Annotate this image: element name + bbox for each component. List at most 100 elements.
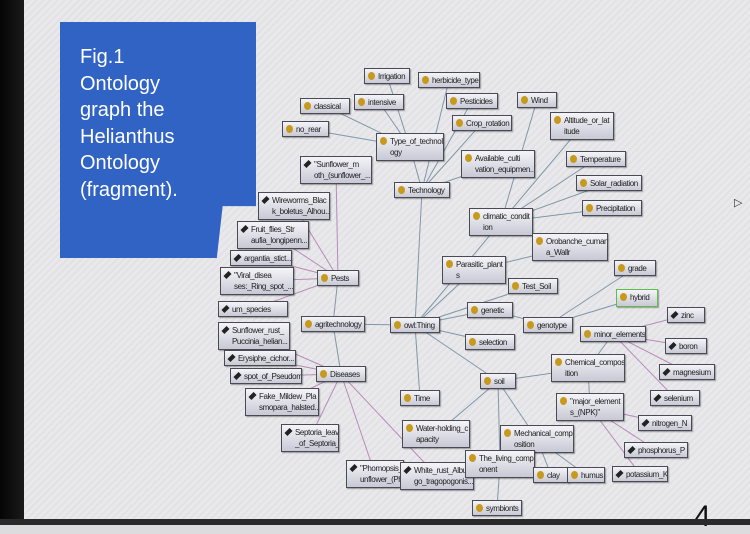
node-technology[interactable]: Technology (394, 182, 450, 198)
node-clay[interactable]: clay (533, 467, 569, 483)
class-circle-icon (465, 154, 472, 162)
edge-diseases-whiterust (340, 373, 438, 477)
node-selenium[interactable]: selenium (650, 390, 700, 406)
node-umspecies[interactable]: um_species (218, 301, 288, 317)
node-label: selenium (664, 394, 693, 403)
individual-diamond-icon (668, 341, 677, 351)
node-label: nitrogen_N (652, 419, 688, 428)
node-wireworms[interactable]: Wireworms_Blac k_boletus_Alhou... (258, 192, 330, 220)
node-genotype[interactable]: genotype (523, 317, 573, 333)
node-minor[interactable]: minor_elements (580, 326, 646, 342)
node-label: Time (414, 394, 430, 403)
node-living[interactable]: The_living_comp onent (465, 450, 535, 478)
node-intensive[interactable]: intensive (354, 94, 404, 110)
node-water[interactable]: Water-holding_c apacity (402, 420, 470, 448)
node-genetic[interactable]: genetic (467, 302, 513, 318)
class-circle-icon (527, 321, 534, 329)
node-testsoil[interactable]: Test_Soil (508, 278, 558, 294)
node-pesticides[interactable]: Pesticides (446, 93, 498, 109)
node-rust[interactable]: Sunflower_rust_ Puccinia_helian... (218, 322, 290, 350)
node-grade[interactable]: grade (614, 260, 656, 276)
edge-agritech-diseases (332, 323, 342, 375)
node-solar[interactable]: Solar_radiation (576, 175, 642, 191)
node-herbicide[interactable]: herbicide_type (418, 72, 480, 88)
node-fruitflies[interactable]: Fruit_flies_Str aufia_longipenn... (237, 221, 309, 249)
node-mechanical[interactable]: Mechanical_comp osition (500, 425, 574, 453)
node-label: "Viral_disea ses:_Ring_spot_... (234, 271, 294, 291)
class-circle-icon (536, 237, 543, 245)
node-pests[interactable]: Pests (317, 270, 359, 286)
node-label: Type_of_technol ogy (390, 137, 443, 157)
node-classical[interactable]: classical (300, 98, 350, 114)
node-selection[interactable]: selection (465, 334, 515, 350)
individual-diamond-icon (615, 469, 624, 479)
node-chemical[interactable]: Chemical_compos ition (551, 354, 625, 382)
node-equip[interactable]: Available_culti vation_equipmen... (461, 150, 535, 178)
node-norear[interactable]: no_rear (282, 121, 329, 137)
node-label: Wireworms_Blac k_boletus_Alhou... (272, 196, 330, 216)
node-wind[interactable]: Wind (517, 92, 557, 108)
class-circle-icon (620, 293, 627, 301)
node-septoria[interactable]: Septoria_leaves _of_Septoria_he... (281, 424, 339, 452)
node-owl[interactable]: owl:Thing (390, 317, 440, 333)
node-typetech[interactable]: Type_of_technol ogy (376, 133, 444, 161)
node-pseudom[interactable]: spot_of_Pseudom... (230, 368, 302, 384)
node-erysiphe[interactable]: Erysiphe_cichor... (224, 350, 296, 366)
class-circle-icon (469, 338, 476, 346)
node-phosphorus[interactable]: phosphorus_P (624, 442, 688, 458)
class-circle-icon (406, 424, 413, 432)
node-time[interactable]: Time (400, 390, 440, 406)
node-label: um_species (232, 305, 271, 314)
node-whiterust[interactable]: White_rust_Albu go_tragopogonis... (400, 462, 474, 490)
node-precip[interactable]: Precipitation (582, 200, 642, 216)
individual-diamond-icon (233, 371, 242, 381)
node-label: boron (679, 342, 698, 351)
class-circle-icon (512, 282, 519, 290)
node-potassium[interactable]: potassium_K (612, 466, 668, 482)
class-circle-icon (570, 155, 577, 163)
individual-diamond-icon (221, 304, 230, 314)
node-label: Fruit_flies_Str aufia_longipenn... (251, 225, 307, 245)
node-diseases[interactable]: Diseases (316, 366, 366, 382)
node-label: Orobanche_cuman a_Wallr (546, 237, 608, 257)
node-irrigation[interactable]: Irrigation (364, 68, 410, 84)
node-label: Sunflower_rust_ Puccinia_helian... (232, 326, 288, 346)
node-mildew[interactable]: Fake_Mildew_Pla smopara_halsted... (245, 388, 319, 416)
node-label: herbicide_type (432, 76, 479, 85)
class-circle-icon (571, 471, 578, 479)
node-humus[interactable]: humus (567, 467, 605, 483)
node-moth[interactable]: "Sunflower_m oth_(sunflower_... (300, 156, 372, 184)
node-argantia[interactable]: argantia_stict... (230, 250, 292, 266)
node-nitrogen[interactable]: nitrogen_N (638, 415, 692, 431)
node-hybrid[interactable]: hybrid (616, 289, 658, 307)
edge-owl-time (414, 324, 421, 399)
node-label: classical (314, 102, 341, 111)
individual-diamond-icon (653, 393, 662, 403)
node-magnesium[interactable]: magnesium (659, 364, 715, 380)
node-zinc[interactable]: zinc (667, 307, 705, 323)
node-soil[interactable]: soil (480, 373, 516, 389)
node-altitude[interactable]: Altitude_or_lat itude (550, 112, 614, 140)
node-temperature[interactable]: Temperature (566, 151, 626, 167)
node-parasitic[interactable]: Parasitic_plant s (442, 256, 506, 284)
node-orobanche[interactable]: Orobanche_cuman a_Wallr (532, 233, 608, 261)
class-circle-icon (484, 377, 491, 385)
node-symbionts[interactable]: symbionts (472, 500, 522, 516)
class-circle-icon (555, 358, 562, 366)
class-circle-icon (504, 429, 511, 437)
node-phomopsis[interactable]: "Phomopsis_s unflower_(Phom... (346, 460, 404, 488)
edge-pests-moth (335, 169, 339, 279)
class-circle-icon (450, 97, 457, 105)
node-label: magnesium (673, 368, 711, 377)
node-crop[interactable]: Crop_rotation (452, 115, 512, 131)
node-viral[interactable]: "Viral_disea ses:_Ring_spot_... (220, 267, 294, 295)
node-boron[interactable]: boron (665, 338, 707, 354)
class-circle-icon (358, 98, 365, 106)
node-major[interactable]: "major_element s_(NPK)" (556, 393, 624, 421)
node-agritech[interactable]: agritechnology (301, 316, 365, 332)
screen-bottom-edge (0, 519, 750, 525)
figure-caption: Fig.1 Ontology graph the Helianthus Onto… (80, 46, 178, 201)
node-label: no_rear (296, 125, 321, 134)
individual-diamond-icon (627, 445, 636, 455)
node-climatic[interactable]: climatic_condit ion (469, 208, 533, 236)
